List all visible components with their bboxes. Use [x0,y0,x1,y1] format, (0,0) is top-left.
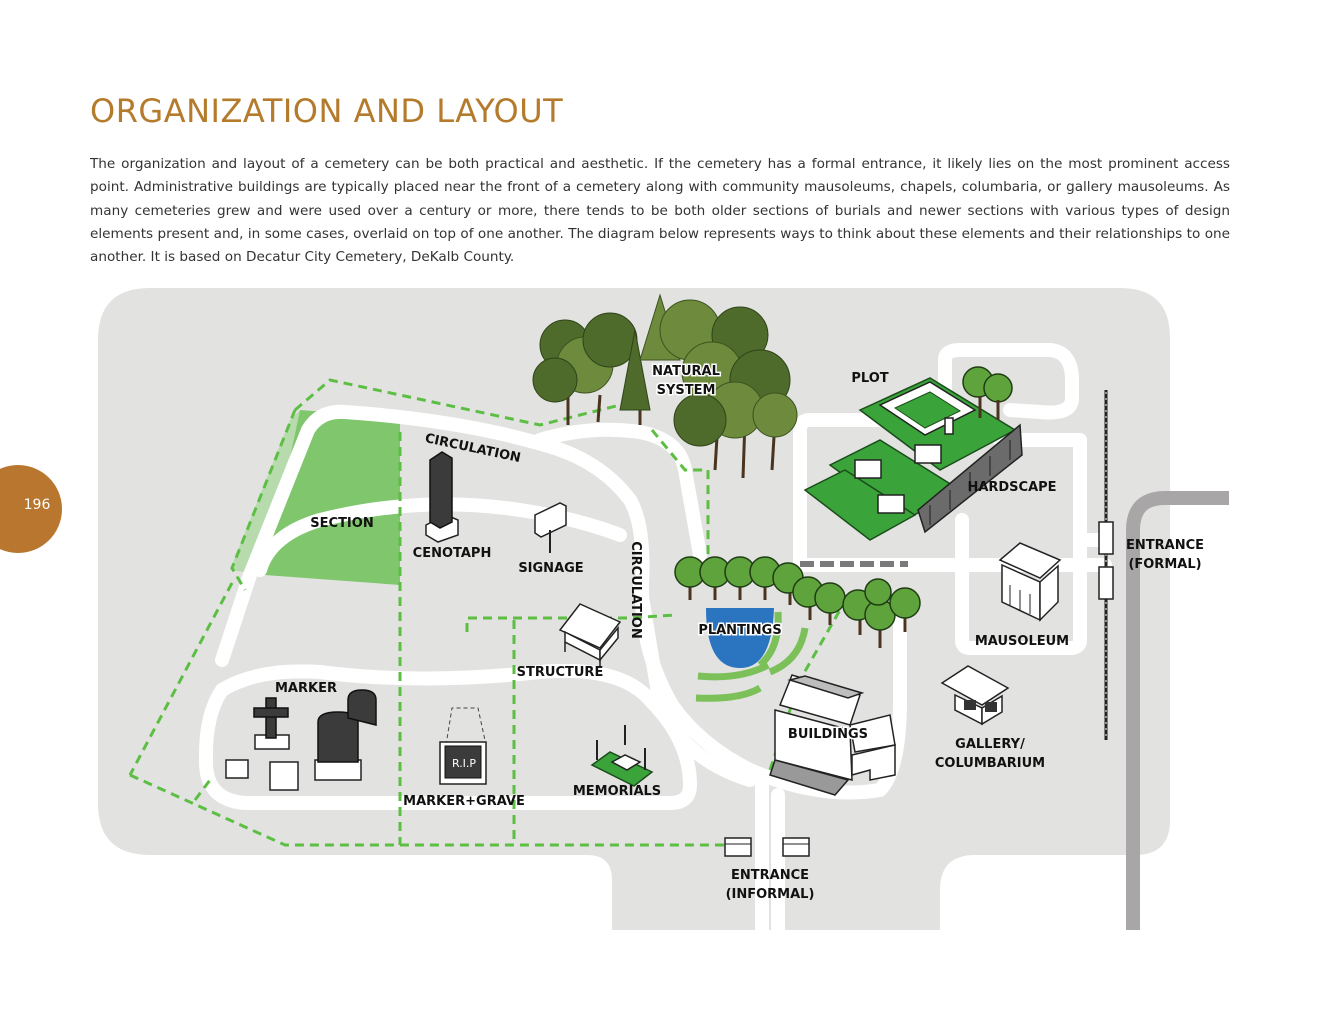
tree-row-icon [674,556,921,648]
entrance-road-formal [1126,491,1229,930]
page-number: 196 [23,497,51,513]
building-icon [769,674,896,796]
planting-beds [695,611,809,702]
label-memorials: MEMORIALS [573,784,661,799]
label-mausoleum: MAUSOLEUM [975,634,1069,649]
label-signage: SIGNAGE [518,561,583,576]
page-title: ORGANIZATION AND LAYOUT [90,92,564,130]
label-gallery-2: COLUMBARIUM [935,756,1045,771]
gate-icon [1098,390,1114,740]
pond-icon [706,608,774,668]
signage-icon [534,502,567,553]
grave-icon [439,707,487,785]
label-circulation-vertical: CIRCULATION [628,541,643,638]
tree-cluster-icon [532,293,798,479]
label-marker: MARKER [275,681,337,696]
label-gallery-1: GALLERY/ [955,737,1025,752]
label-cenotaph: CENOTAPH [413,546,492,561]
label-section: SECTION [310,516,373,531]
label-natural-system-1: NATURAL [652,364,720,379]
intro-paragraph: The organization and layout of a cemeter… [90,156,1230,266]
label-structure: STRUCTURE [517,665,604,680]
label-rip: R.I.P [452,757,476,770]
label-entrance-formal-1: ENTRANCE [1126,538,1204,553]
mausoleum-icon [998,542,1062,622]
section-area-fade [230,410,300,575]
label-natural-system-2: SYSTEM [657,383,716,398]
label-entrance-informal-2: (INFORMAL) [726,887,815,902]
plot-icon [803,366,1023,541]
label-entrance-informal-1: ENTRANCE [731,868,809,883]
label-entrance-formal-2: (FORMAL) [1128,557,1201,572]
label-plantings: PLANTINGS [698,623,781,638]
label-hardscape: HARDSCAPE [967,480,1056,495]
gazebo-icon [558,603,622,668]
label-buildings: BUILDINGS [788,727,868,742]
informal-gate-icon [724,837,810,857]
cross-headstone-icon [253,697,290,750]
gallery-icon [940,665,1010,726]
cenotaph-icon [425,451,459,543]
label-plot: PLOT [851,371,888,386]
memorial-icon [590,725,654,787]
label-marker-grave: MARKER+GRAVE [403,794,525,809]
headstone-icon [225,689,377,791]
